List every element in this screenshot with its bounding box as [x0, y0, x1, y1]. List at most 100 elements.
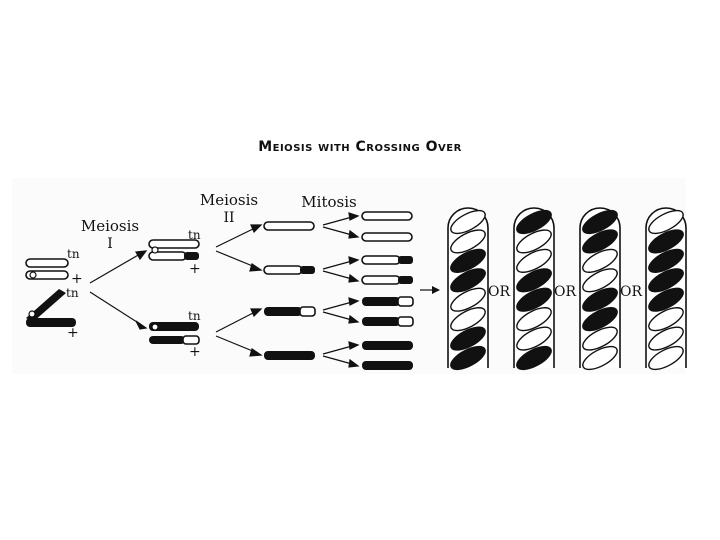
arrow-m1-lower [89, 291, 141, 325]
plus-label-start-1: + [71, 271, 83, 287]
arrow-m2-a [215, 227, 256, 248]
or-label-1: OR [488, 284, 510, 300]
meiosis-1-product-upper: tn + [148, 228, 201, 277]
arrowhead-m2-c [250, 308, 263, 318]
arrow-mit-1a [322, 216, 353, 226]
ascospore-1-5-light [450, 287, 486, 312]
tn-label-m1l: tn [188, 309, 201, 323]
page-title: Meiosis with Crossing Over [258, 139, 462, 155]
ascospore-4-8-light [648, 345, 684, 371]
tn-label-start-1: tn [67, 247, 80, 261]
mit-chromatid-6-white [397, 316, 414, 327]
mit-chromatid-5 [362, 296, 414, 307]
mit-chromatid-4-black [398, 276, 413, 284]
mit-chromatid-1 [361, 211, 413, 221]
arrow-mit-2b [322, 270, 353, 280]
meiosis-2-label-line1: Meiosis [200, 191, 258, 209]
arrowhead-m1-upper [135, 250, 148, 261]
ascospore-1-4-dark [450, 268, 486, 293]
start-tetrad: tn + tn + [25, 247, 83, 341]
or-label-2: OR [554, 284, 576, 300]
ascospore-1-8-dark [450, 345, 486, 371]
ascospore-3-3-light [582, 248, 618, 273]
arrow-m1-upper [89, 253, 141, 284]
mit-chromatid-4 [361, 275, 413, 285]
mitosis-label: Mitosis [301, 193, 356, 211]
mit-chromatid-6-black [362, 317, 400, 326]
plus-label-m1l: + [189, 344, 201, 360]
m1u-centromere-circle [151, 246, 159, 254]
arrow-to-asci [420, 286, 440, 294]
meiosis-1-label-line1: Meiosis [81, 217, 139, 235]
arrow-m2-d [215, 335, 256, 353]
or-label-3: OR [620, 284, 642, 300]
ascospore-2-5-dark [516, 287, 552, 312]
ascospore-2-6-light [516, 307, 552, 332]
meiosis-1-label-line2: I [107, 236, 113, 252]
m2-chromatid-2 [263, 265, 315, 275]
ascospore-2-7-light [516, 326, 552, 351]
ascospore-4-2-dark [648, 229, 684, 254]
arrow-mit-1b [322, 226, 353, 236]
mit-chromatid-7 [362, 341, 413, 350]
mit-chromatid-4-white [361, 275, 401, 285]
mit-chromatid-3 [361, 255, 413, 265]
ascospore-3-4-light [582, 268, 618, 293]
arrowhead-mit-3a [348, 297, 360, 306]
ascospore-4-1-light [648, 209, 684, 235]
ascospore-3-2-dark [582, 229, 618, 254]
arrowhead-mit-1a [348, 212, 360, 221]
m1l-centromere-circle [151, 323, 159, 331]
ascus-column-4 [645, 207, 687, 371]
ascospore-1-6-light [450, 307, 486, 332]
arrowhead-mit-2b [348, 273, 360, 283]
m2-chromatid-2-black [300, 266, 315, 274]
arrow-mit-4a [322, 345, 353, 355]
meiosis-1-arrows [89, 250, 148, 330]
ascospore-3-1-dark [582, 209, 618, 235]
ascospore-4-4-dark [648, 268, 684, 293]
ascospore-3-6-dark [582, 307, 618, 332]
mit-chromatid-5-white [397, 296, 414, 307]
ascospore-4-7-light [648, 326, 684, 351]
start-chromatid-black-diagonal [26, 289, 66, 322]
arrowhead-m2-a [250, 224, 263, 234]
arrow-mit-3b [322, 311, 353, 321]
m2-chromatid-3 [264, 306, 316, 317]
ascospore-1-2-light [450, 229, 486, 254]
tn-label-start-2: tn [66, 286, 79, 300]
ascospore-3-8-light [582, 345, 618, 371]
ascus-column-2 [513, 207, 555, 371]
ascospore-4-5-dark [648, 287, 684, 312]
arrowhead-m1-lower [135, 320, 148, 330]
arrowhead-mit-2a [348, 256, 360, 265]
mit-chromatid-5-black [362, 297, 400, 306]
asci-group [447, 207, 687, 371]
m2-chromatid-4 [264, 351, 315, 360]
arrow-mit-2a [322, 260, 353, 270]
ascus-column-3 [579, 207, 621, 371]
ascospore-1-1-light [450, 209, 486, 235]
m1l-chromatid-mixed-black [149, 336, 185, 344]
start-chromatid-black-2 [26, 318, 76, 327]
arrowhead-mit-4a [348, 341, 360, 350]
m2-chromatid-3-white [299, 306, 316, 317]
m1l-chromatid-mixed-white [182, 335, 200, 345]
mitosis-arrows [322, 212, 360, 368]
ascospore-4-3-dark [648, 248, 684, 273]
centromere-circle-1 [29, 271, 37, 279]
meiosis-1-product-lower: tn + [149, 309, 201, 360]
arrow-mit-3a [322, 301, 353, 311]
ascus-column-1 [447, 207, 489, 371]
arrowhead-m2-d [249, 348, 263, 357]
arrow-m2-c [215, 311, 256, 333]
tn-label-m1u: tn [188, 228, 201, 242]
arrowhead-mit-4b [348, 358, 360, 368]
m1u-chromatid-white [148, 239, 200, 249]
ascospore-4-6-light [648, 307, 684, 332]
m2-chromatid-1 [263, 221, 315, 231]
plus-label-m1u: + [189, 261, 201, 277]
start-chromatid-white-1 [25, 258, 69, 268]
mit-chromatid-3-black [398, 256, 413, 264]
